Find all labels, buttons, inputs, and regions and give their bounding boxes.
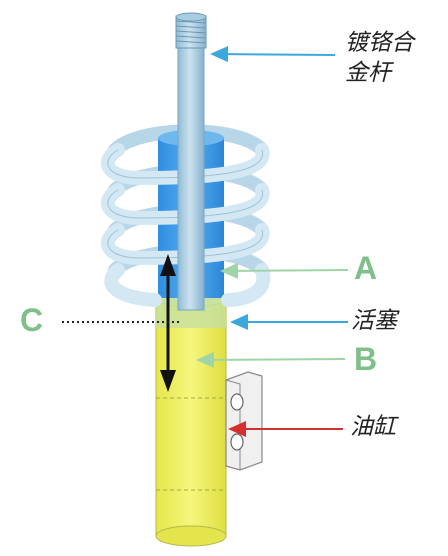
label-b: B — [354, 341, 378, 377]
cylinder-label: 油缸 — [350, 414, 396, 440]
b-pointer — [196, 351, 346, 368]
rod-label-line2: 金杆 — [345, 60, 391, 86]
stroke-arrow — [160, 254, 176, 392]
piston-rod — [175, 12, 207, 311]
rod-label-line1: 镀铬合 — [345, 30, 414, 56]
rod-label: 镀铬合 金杆 — [345, 28, 414, 88]
spring-outline — [107, 149, 263, 259]
label-c: C — [20, 302, 44, 338]
rod-pointer — [210, 46, 336, 63]
mounting-bracket — [225, 371, 263, 471]
a-pointer — [220, 262, 349, 279]
label-a: A — [354, 250, 378, 286]
piston-label: 活塞 — [351, 308, 397, 334]
